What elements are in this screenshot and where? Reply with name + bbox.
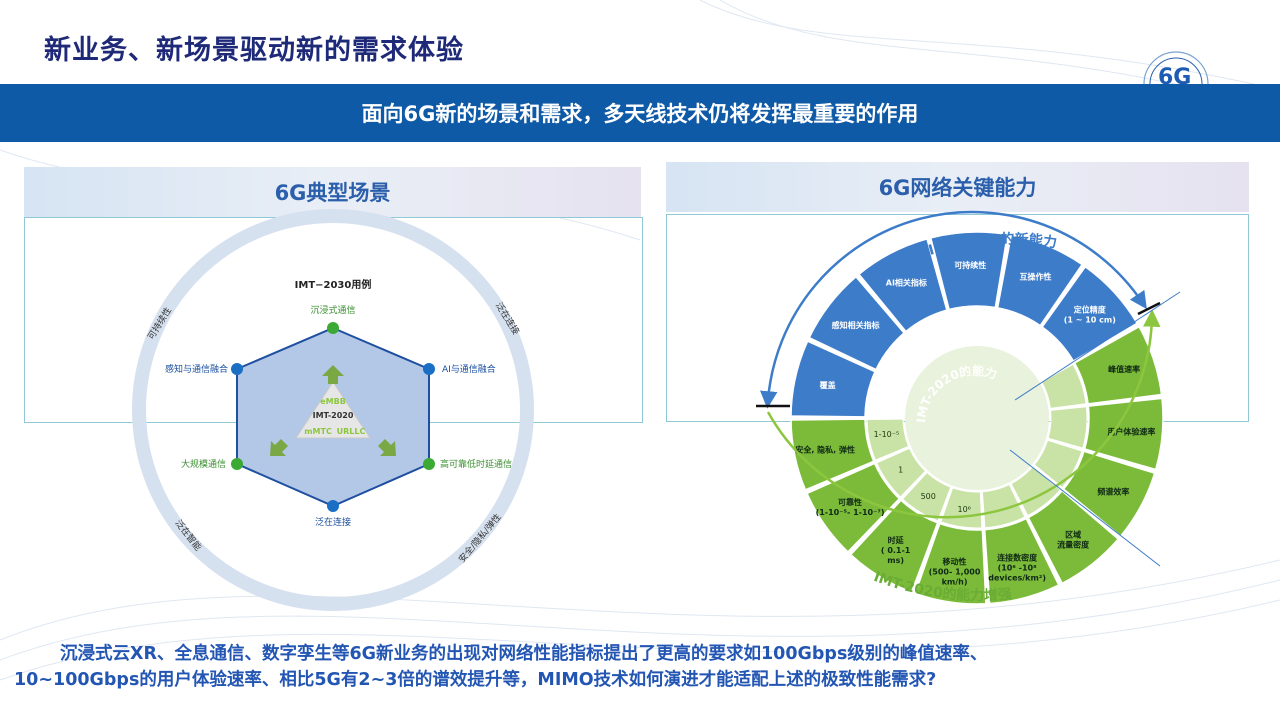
svg-text:6G: 6G xyxy=(1158,65,1191,88)
bottom-line-2: 10~100Gbps的用户体验速率、相比5G有2~3倍的谱效提升等，MIMO技术… xyxy=(14,670,937,690)
right-panel-title: 6G网络关键能力 xyxy=(666,162,1249,212)
bottom-line-1: 沉浸式云XR、全息通信、数字孪生等6G新业务的出现对网络性能指标提出了更高的要求… xyxy=(60,644,988,664)
boundary-tick-right xyxy=(1137,301,1161,316)
inner-ring-segment-7 xyxy=(875,447,927,498)
inner-value-2: 500 xyxy=(921,492,936,501)
hex-title: IMT−2030用例 xyxy=(295,278,372,291)
core-mmtc: mMTC xyxy=(304,427,332,436)
enhanced-capability-arc xyxy=(766,309,1161,519)
wheel-label-blue-0: 覆盖 xyxy=(820,380,836,390)
wheel-label-green-8: 安全, 隐私, 弹性 xyxy=(795,444,855,454)
left-panel-title: 6G典型场景 xyxy=(24,167,641,217)
inner-value-3: 10⁶ xyxy=(958,505,971,514)
label-ubiquitous: 泛在连接 xyxy=(315,516,351,528)
node-urllc xyxy=(423,458,435,470)
inner-ring-segment-8 xyxy=(866,418,910,461)
wheel-segment-green-3 xyxy=(1027,489,1120,585)
label-ai: AI与通信融合 xyxy=(442,363,496,375)
wheel-label-green-2: 频谱效率 xyxy=(1097,487,1129,497)
arrow-up-icon xyxy=(322,365,344,384)
imt2020-triangle xyxy=(295,381,371,439)
imt2030-logo: 6G xyxy=(1143,51,1209,88)
wheel-segment-green-6 xyxy=(849,499,939,594)
wheel-segment-green-4 xyxy=(983,517,1060,605)
core-imt2020: IMT-2020 xyxy=(313,411,354,420)
page-title: 新业务、新场景驱动新的需求体验 xyxy=(44,35,464,66)
wheel-segment-green-1 xyxy=(1083,397,1164,471)
inner-value-0: 1-10⁻⁵ xyxy=(874,430,900,439)
wheel-label-blue-4: 互操作性 xyxy=(1020,272,1052,282)
ring-label-security: 安全/隐私/弹性 xyxy=(456,511,504,565)
divider-line-upper xyxy=(1014,291,1181,401)
wheel-label-green-1: 用户体验速率 xyxy=(1106,427,1155,437)
wheel-segment-green-7 xyxy=(806,462,901,554)
label-massive: 大规模通信 xyxy=(181,458,226,470)
core-embb: eMBB xyxy=(320,397,346,406)
new-capability-arc xyxy=(760,210,1147,409)
arrow-down-left-icon xyxy=(270,439,288,456)
inner-ring-segment-4 xyxy=(981,483,1026,529)
wheel-label-blue-1: 感知相关指标 xyxy=(832,320,880,330)
divider-line-lower xyxy=(1009,449,1161,567)
wheel-label-blue-2: AI相关指标 xyxy=(886,277,927,287)
wheel-label-blue-3: 可持续性 xyxy=(954,260,986,270)
wheel-label-green-7: 可靠性(1-10⁻⁵- 1-10⁻⁷) xyxy=(816,497,885,517)
subtitle-banner: 面向6G新的场景和需求，多天线技术仍将发挥最重要的作用 xyxy=(0,84,1280,142)
wheel-segment-green-8 xyxy=(790,418,875,491)
label-urllc: 高可靠低时延通信 xyxy=(440,458,512,470)
wheel-label-green-3: 区域流量密度 xyxy=(1057,530,1090,550)
arrow-down-right-icon xyxy=(378,439,396,456)
inner-ring-segment-1 xyxy=(1047,406,1088,449)
node-massive xyxy=(231,458,243,470)
node-immersive xyxy=(327,322,339,334)
label-sensing: 感知与通信融合 xyxy=(165,363,228,375)
core-urllc: URLLC xyxy=(337,427,366,436)
bottom-description: 沉浸式云XR、全息通信、数字孪生等6G新业务的出现对网络性能指标提出了更高的要求… xyxy=(14,641,1274,693)
wheel-label-green-0: 峰值速率 xyxy=(1108,364,1140,374)
label-immersive: 沉浸式通信 xyxy=(310,304,355,316)
node-ubiquitous xyxy=(327,500,339,512)
node-sensing xyxy=(231,363,243,375)
wheel-segment-green-5 xyxy=(914,522,987,605)
inner-value-1: 1 xyxy=(898,465,903,474)
scenario-diagram: IMT−2030用例 沉浸式通信 AI与通信融合 高可靠低时延通信 泛在连接 大… xyxy=(132,209,534,611)
node-ai xyxy=(423,363,435,375)
scenario-ring xyxy=(132,209,534,611)
